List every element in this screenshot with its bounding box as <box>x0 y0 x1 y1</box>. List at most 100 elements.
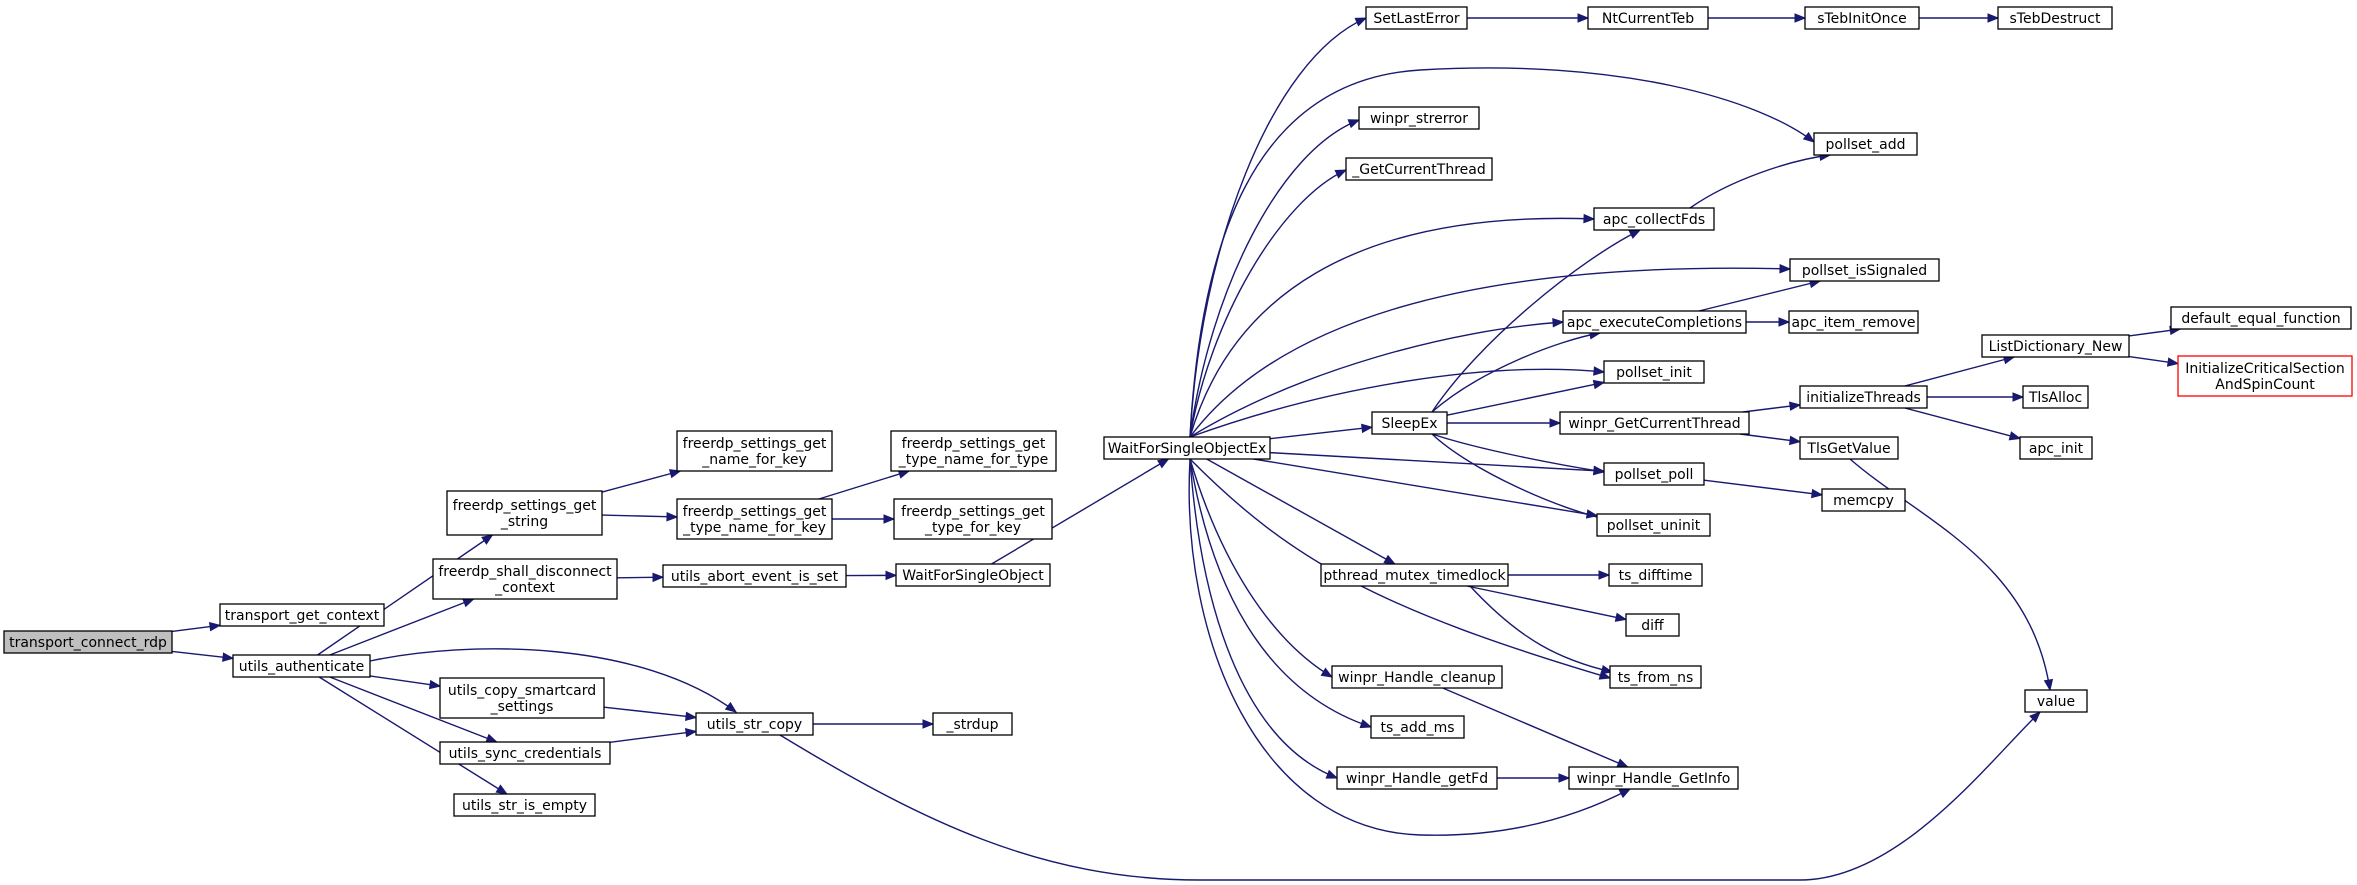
arrow-head-icon <box>724 701 738 713</box>
node-apc_executeCompletions[interactable]: apc_executeCompletions <box>1562 310 1747 334</box>
node-default_equal_function[interactable]: default_equal_function <box>2170 306 2352 330</box>
node-pollset_uninit[interactable]: pollset_uninit <box>1596 513 1711 537</box>
arrow-head-icon <box>1593 366 1606 376</box>
node-pollset_poll[interactable]: pollset_poll <box>1603 462 1705 486</box>
node-pollset_add[interactable]: pollset_add <box>1813 132 1918 156</box>
edge-line <box>1189 217 1595 438</box>
node-winpr_Handle_GetInfo[interactable]: winpr_Handle_GetInfo <box>1568 766 1739 790</box>
edge-WaitForSingleObjectEx-to-pollset_isSignaled <box>1189 263 1792 438</box>
node-ts_from_ns[interactable]: ts_from_ns <box>1609 665 1702 689</box>
arrow-head-icon <box>652 572 665 583</box>
edge-NtCurrentTeb-to-sTebInitOnce <box>1708 13 1807 23</box>
node-freerdp_settings_get_string[interactable]: freerdp_settings_get_string <box>446 490 603 536</box>
node-box <box>893 498 1053 540</box>
node-sTebInitOnce[interactable]: sTebInitOnce <box>1804 6 1920 30</box>
node-freerdp_settings_get_name_for_key[interactable]: freerdp_settings_get_name_for_key <box>676 430 833 472</box>
node-NtCurrentTeb[interactable]: NtCurrentTeb <box>1587 6 1709 30</box>
edge-freerdp_settings_get_type_name_for_key-to-freerdp_settings_get_type_name_for_type <box>818 469 911 500</box>
node-ts_difftime[interactable]: ts_difftime <box>1608 563 1703 587</box>
node-SetLastError[interactable]: SetLastError <box>1365 6 1468 30</box>
node-apc_collectFds[interactable]: apc_collectFds <box>1593 207 1715 231</box>
node-box <box>439 677 605 719</box>
arrow-head-icon <box>1778 317 1791 327</box>
node-diff[interactable]: diff <box>1625 613 1680 637</box>
node-ts_add_ms[interactable]: ts_add_ms <box>1370 715 1465 739</box>
edge-line <box>1442 687 1629 768</box>
node-TlsAlloc[interactable]: TlsAlloc <box>2022 385 2089 409</box>
node-utils_abort_event_is_set[interactable]: utils_abort_event_is_set <box>662 564 847 588</box>
node-box <box>1609 665 1702 689</box>
node-box <box>232 654 371 678</box>
node-WaitForSingleObjectEx[interactable]: WaitForSingleObjectEx <box>1103 436 1271 460</box>
node-freerdp_settings_get_type_for_key[interactable]: freerdp_settings_get_type_for_key <box>893 498 1053 540</box>
node-label: SleepEx <box>1381 416 1437 432</box>
node-winpr_Handle_getFd[interactable]: winpr_Handle_getFd <box>1336 766 1498 790</box>
arrow-head-icon <box>1788 401 1802 411</box>
edge-line <box>329 676 497 743</box>
node-ListDictionary_New[interactable]: ListDictionary_New <box>1981 334 2130 358</box>
node-box <box>1320 563 1509 587</box>
edge-winpr_Handle_getFd-to-winpr_Handle_GetInfo <box>1497 773 1571 783</box>
node-winpr_Handle_cleanup[interactable]: winpr_Handle_cleanup <box>1331 665 1503 689</box>
edge-winpr_GetCurrentThread-to-initializeThreads <box>1742 401 1802 413</box>
arrow-head-icon <box>1359 719 1373 729</box>
node-box <box>895 563 1051 587</box>
edge-winpr_Handle_cleanup-to-winpr_Handle_GetInfo <box>1442 687 1629 768</box>
node-pthread_mutex_timedlock[interactable]: pthread_mutex_timedlock <box>1320 563 1509 587</box>
node-apc_item_remove[interactable]: apc_item_remove <box>1788 310 1919 334</box>
node-freerdp_settings_get_type_name_for_type[interactable]: freerdp_settings_get_type_name_for_type <box>890 430 1057 472</box>
node-pollset_init[interactable]: pollset_init <box>1603 360 1705 384</box>
edge-line <box>1431 433 1605 473</box>
node-transport_get_context[interactable]: transport_get_context <box>219 603 385 627</box>
node-SleepEx[interactable]: SleepEx <box>1371 411 1448 435</box>
node-label: TlsGetValue <box>1806 441 1890 457</box>
node-apc_init[interactable]: apc_init <box>2019 436 2093 460</box>
node-label: ts_from_ns <box>1618 670 1694 686</box>
node-label: winpr_strerror <box>1370 111 1468 127</box>
node-initializeThreads[interactable]: initializeThreads <box>1799 385 1928 409</box>
edge-transport_connect_rdp-to-utils_authenticate <box>171 650 235 662</box>
node-winpr_GetCurrentThread[interactable]: winpr_GetCurrentThread <box>1559 411 1750 435</box>
edge-utils_abort_event_is_set-to-WaitForSingleObject <box>845 570 898 581</box>
edge-line <box>1189 321 1564 438</box>
arrow-head-icon <box>1987 13 2000 23</box>
edge-line <box>1189 458 1333 678</box>
edge-line <box>1189 458 1338 779</box>
edge-line <box>1703 479 1823 496</box>
node-box <box>446 490 603 536</box>
node-box <box>1365 6 1468 30</box>
node-transport_connect_rdp[interactable]: transport_connect_rdp <box>3 630 173 654</box>
node-freerdp_shall_disconnect_context[interactable]: freerdp_shall_disconnect_context <box>432 558 618 600</box>
node-value[interactable]: value <box>2024 689 2088 713</box>
node-WaitForSingleObject[interactable]: WaitForSingleObject <box>895 563 1051 587</box>
node-utils_str_copy[interactable]: utils_str_copy <box>695 712 814 736</box>
node-TlsGetValue[interactable]: TlsGetValue <box>1799 436 1899 460</box>
node-label: SetLastError <box>1373 11 1460 27</box>
node-utils_authenticate[interactable]: utils_authenticate <box>232 654 371 678</box>
arrow-head-icon <box>1600 665 1614 675</box>
arrow-head-icon <box>1618 788 1632 799</box>
node-box <box>1799 436 1899 460</box>
node-sTebDestruct[interactable]: sTebDestruct <box>1997 6 2113 30</box>
node-label: freerdp_settings_get <box>453 498 597 514</box>
edge-line <box>1466 585 1627 621</box>
node-_strdup[interactable]: _strdup <box>932 712 1013 736</box>
edge-utils_str_copy-to-value <box>779 711 2041 881</box>
edge-line <box>601 514 678 518</box>
node-label: diff <box>1641 618 1664 634</box>
edge-SetLastError-to-NtCurrentTeb <box>1467 13 1590 23</box>
edge-line <box>779 711 2041 881</box>
node-utils_sync_credentials[interactable]: utils_sync_credentials <box>439 741 611 765</box>
node-utils_str_is_empty[interactable]: utils_str_is_empty <box>453 793 596 817</box>
node-pollset_isSignaled[interactable]: pollset_isSignaled <box>1789 258 1940 282</box>
node-label: apc_init <box>2029 441 2084 457</box>
node-_GetCurrentThread[interactable]: _GetCurrentThread <box>1345 157 1493 181</box>
node-winpr_strerror[interactable]: winpr_strerror <box>1358 106 1480 130</box>
node-box <box>2170 306 2352 330</box>
edge-line <box>1904 407 2021 440</box>
node-utils_copy_smartcard_settings[interactable]: utils_copy_smartcard_settings <box>439 677 605 719</box>
node-label: freerdp_settings_get <box>902 436 1046 452</box>
node-freerdp_settings_get_type_name_for_key[interactable]: freerdp_settings_get_type_name_for_key <box>676 498 833 540</box>
node-memcpy[interactable]: memcpy <box>1821 488 1906 512</box>
